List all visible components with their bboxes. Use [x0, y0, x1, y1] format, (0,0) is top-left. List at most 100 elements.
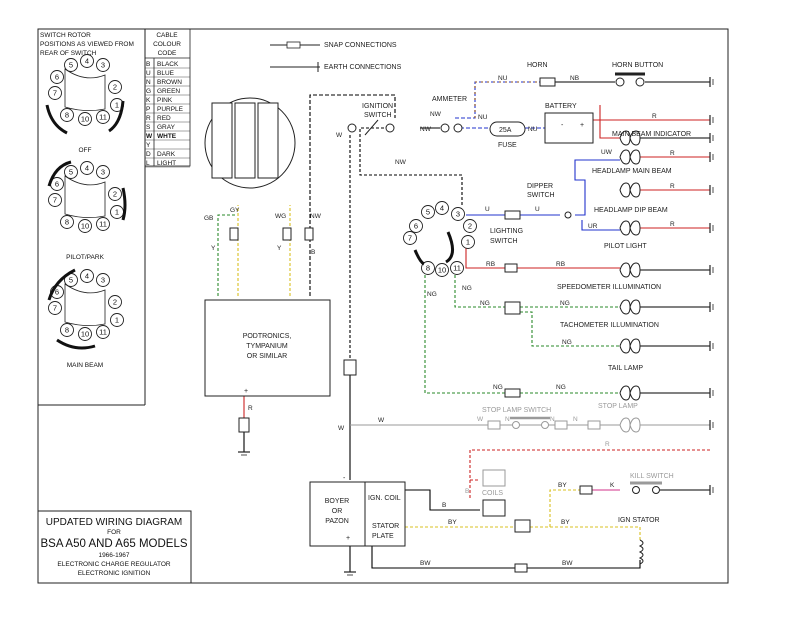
rotor-terminal: [60, 108, 74, 122]
title-line-2: FOR: [107, 529, 121, 536]
label-battery: BATTERY: [545, 103, 577, 110]
rotor-terminal: [96, 58, 110, 72]
title-line-6: ELECTRONIC IGNITION: [78, 570, 151, 577]
colour-code: Y: [146, 142, 151, 149]
wire-label-u-1: U: [485, 206, 490, 213]
rotor-contact: [108, 100, 125, 133]
colour-code: U: [146, 70, 151, 77]
wire-label-nu-3: NU: [528, 126, 538, 133]
wire-label-n-2: N: [550, 416, 555, 423]
colour-code: W: [146, 133, 153, 140]
wire-label-ng-5: NG: [427, 291, 437, 298]
wire-label-gy: GY: [230, 207, 240, 214]
title-box: UPDATED WIRING DIAGRAM FOR BSA A50 AND A…: [37, 510, 192, 584]
label-lighting-2: SWITCH: [490, 238, 518, 245]
lighting-switch-terminal: [450, 261, 464, 275]
lamp-bulb: [619, 262, 641, 278]
lighting-switch-terminal: [421, 205, 435, 219]
rotor-terminal-number: 1: [115, 316, 119, 325]
wire-label-ng-4: NG: [562, 339, 572, 346]
wire-label-b-1: B: [311, 249, 315, 256]
colour-name: BLUE: [157, 70, 175, 77]
label-pilot-light: PILOT LIGHT: [604, 243, 647, 250]
lighting-switch-terminal: [463, 219, 477, 233]
wire-label-ng-2: NG: [480, 300, 490, 307]
rotor-terminal-number: 6: [55, 288, 59, 297]
rotor-terminal-number: 10: [81, 330, 89, 339]
colour-code: L: [146, 160, 150, 167]
title-line-5: ELECTRONIC CHARGE REGULATOR: [57, 561, 170, 568]
title-line-3: BSA A50 AND A65 MODELS: [40, 538, 187, 550]
wire-label-w-2: W: [338, 425, 345, 432]
rotor-terminal-number: 5: [69, 276, 73, 285]
rotor-terminal: [64, 165, 78, 179]
wire-label-by-1: BY: [448, 519, 457, 526]
rotor-terminal: [96, 165, 110, 179]
rotor-terminal-number: 4: [85, 164, 89, 173]
colour-name: BROWN: [157, 79, 182, 86]
label-stop-lamp: STOP LAMP: [598, 403, 638, 410]
colour-code: N: [146, 79, 151, 86]
label-stop-lamp-switch: STOP LAMP SWITCH: [482, 407, 551, 414]
key-earth: EARTH CONNECTIONS: [324, 64, 402, 71]
label-boyer-2: OR: [332, 508, 343, 515]
rotor-terminal: [60, 215, 74, 229]
label-regulator-2: TYMPANIUM: [246, 343, 288, 350]
rotor-terminal-number: 6: [55, 73, 59, 82]
rotor-terminal-number: 7: [53, 304, 57, 313]
rotor-terminal: [60, 323, 74, 337]
colour-name: PURPLE: [157, 106, 184, 113]
lighting-switch-number: 5: [426, 208, 430, 217]
lighting-switch-number: 8: [426, 264, 430, 273]
label-boyer-3: PAZON: [325, 518, 349, 525]
label-ignition-1: IGNITION: [362, 103, 393, 110]
connection-key: SNAP CONNECTIONS EARTH CONNECTIONS: [270, 41, 402, 72]
wire-label-bw-1: BW: [420, 560, 431, 567]
lighting-switch-number: 11: [453, 264, 461, 273]
colour-name: BLACK: [157, 61, 179, 68]
colour-name: RED: [157, 115, 171, 122]
rotor-terminal: [108, 187, 122, 201]
rotor-terminal: [48, 193, 62, 207]
rotor-terminal-number: 3: [101, 276, 105, 285]
cable-header-3: CODE: [158, 50, 177, 57]
label-battery-minus: -: [561, 122, 564, 129]
rotor-label-pilot: PILOT/PARK: [66, 254, 104, 261]
label-stator-1: STATOR: [372, 523, 399, 530]
lighting-switch-terminal: [409, 219, 423, 233]
wire-label-ng-3: NG: [560, 300, 570, 307]
wire-label-r-5: R: [248, 405, 253, 412]
rotor-terminal-number: 8: [65, 326, 69, 335]
wire-label-gb: GB: [204, 215, 213, 222]
rotor-terminal: [78, 219, 92, 233]
wire-label-ng-7: NG: [556, 384, 566, 391]
label-boyer-plus: +: [346, 535, 350, 542]
rotor-body: [64, 68, 106, 111]
label-lighting-1: LIGHTING: [490, 228, 523, 235]
wire-label-r-3: R: [670, 183, 675, 190]
lighting-switch-terminal: [461, 235, 475, 249]
label-horn: HORN: [527, 62, 548, 69]
rotor-terminal-number: 4: [85, 272, 89, 281]
battery: [544, 112, 594, 144]
rotor-contact: [47, 268, 76, 301]
lamp-bulb: [619, 338, 641, 354]
fuse: [489, 121, 526, 137]
label-boyer-1: BOYER: [325, 498, 350, 505]
legend-header-2: POSITIONS AS VIEWED FROM: [40, 41, 134, 48]
rotor-terminal-number: 4: [85, 57, 89, 66]
legend-header-3: REAR OF SWITCH: [40, 50, 97, 57]
wire-label-nb: NB: [570, 75, 579, 82]
rotor-terminal: [48, 301, 62, 315]
cable-header-2: COLOUR: [153, 41, 181, 48]
wire-label-r-2: R: [670, 150, 675, 157]
wires: [217, 81, 710, 572]
rotor-terminal-number: 11: [99, 220, 107, 229]
wire-label-k: K: [610, 482, 615, 489]
wire-label-n-3: N: [573, 416, 578, 423]
lamp-bulb: [619, 220, 641, 236]
colour-code: S: [146, 124, 151, 131]
wire-label-by-3: BY: [558, 482, 567, 489]
wire-label-w-4: W: [477, 416, 484, 423]
